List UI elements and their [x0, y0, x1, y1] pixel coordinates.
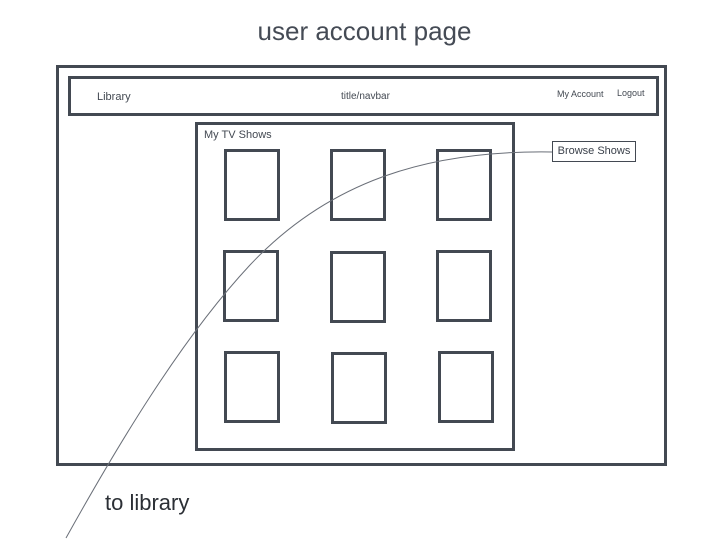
- show-tile[interactable]: [330, 149, 386, 221]
- browser-frame: [56, 65, 667, 466]
- show-tile[interactable]: [223, 250, 279, 322]
- my-tv-shows-panel: My TV Shows: [195, 122, 515, 451]
- nav-my-account-link[interactable]: My Account: [557, 89, 604, 99]
- show-tile[interactable]: [436, 149, 492, 221]
- show-tile[interactable]: [330, 251, 386, 323]
- shows-heading: My TV Shows: [204, 129, 272, 141]
- nav-title: title/navbar: [341, 91, 390, 102]
- browse-shows-button[interactable]: Browse Shows: [552, 141, 636, 162]
- nav-library-link[interactable]: Library: [97, 91, 131, 103]
- show-tile[interactable]: [224, 149, 280, 221]
- show-tile[interactable]: [436, 250, 492, 322]
- to-library-annotation: to library: [105, 490, 190, 515]
- nav-logout-link[interactable]: Logout: [617, 88, 645, 98]
- show-tile[interactable]: [224, 351, 280, 423]
- diagram-title: user account page: [257, 16, 472, 46]
- navbar: Library title/navbar My Account Logout: [68, 76, 659, 116]
- show-tile[interactable]: [438, 351, 494, 423]
- arrow-path: [65, 151, 553, 539]
- show-tile[interactable]: [331, 352, 387, 424]
